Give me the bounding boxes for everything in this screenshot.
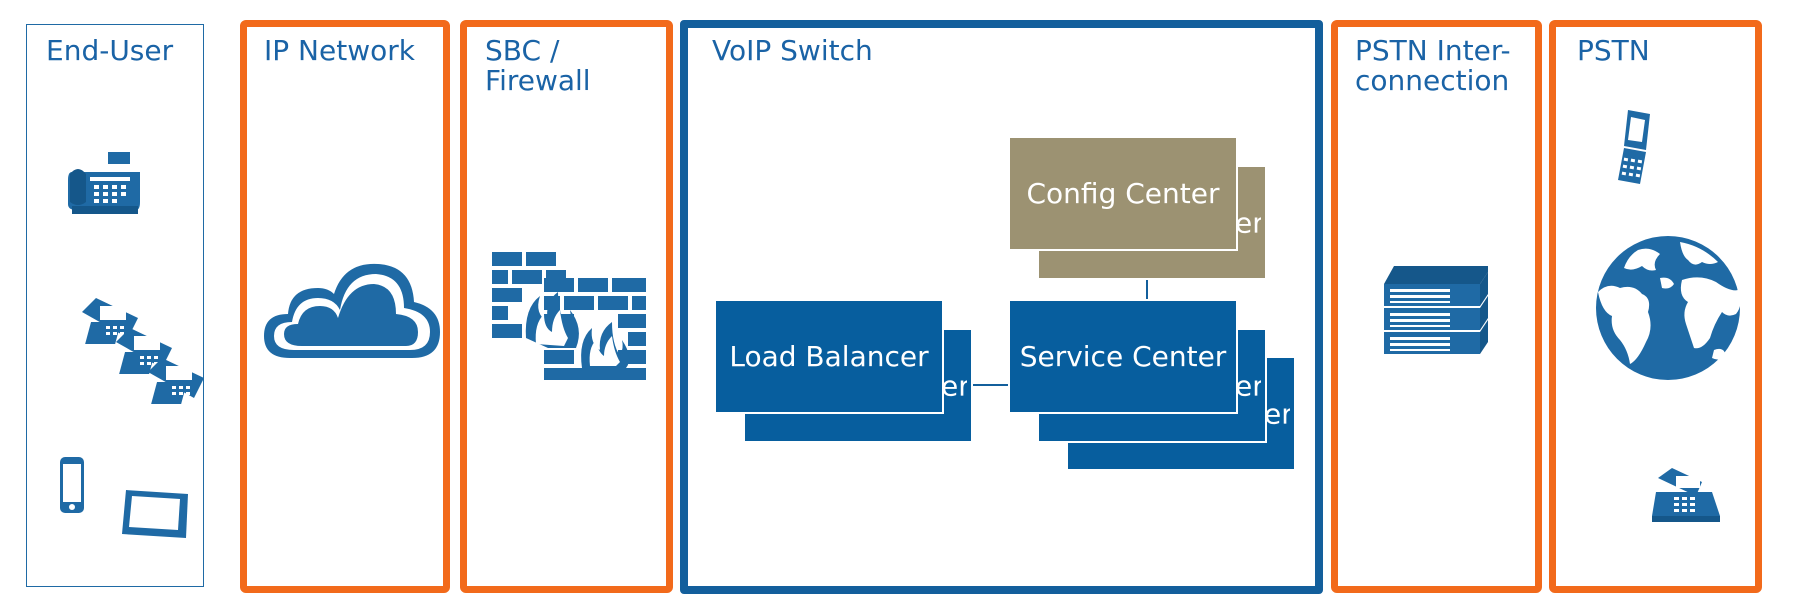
- column-title-pstn: PSTN: [1577, 34, 1650, 67]
- column-title-voip-switch: VoIP Switch: [712, 34, 873, 67]
- mobile-phone-icon: [60, 457, 84, 513]
- column-pstn-interconnection: [1331, 20, 1542, 593]
- config-center-label: Config Center: [1026, 177, 1220, 210]
- globe-icon: [1596, 236, 1741, 380]
- config-center-back-label: er: [1235, 206, 1261, 239]
- column-ip-network: [240, 20, 450, 593]
- service-center-back-label-2: er: [1264, 397, 1290, 430]
- load-balancer-back-label: er: [941, 369, 967, 402]
- tablet-icon: [122, 490, 188, 538]
- pstn-desk-phone-icon: [1652, 468, 1720, 522]
- flip-phone-icon: [1618, 110, 1650, 184]
- config-center-box: Config Center: [1008, 136, 1238, 251]
- load-balancer-box: Load Balancer: [714, 299, 944, 414]
- service-center-box: Service Center: [1008, 299, 1238, 414]
- column-title-ip-network: IP Network: [264, 34, 415, 67]
- column-title-sbc-firewall: SBC / Firewall: [485, 34, 591, 97]
- desk-phone-icon: [82, 298, 204, 404]
- column-end-user: [26, 24, 204, 587]
- fax-icon: [68, 152, 140, 214]
- column-voip-switch: [680, 20, 1323, 594]
- cloud-icon: [264, 263, 440, 358]
- column-pstn: [1549, 20, 1762, 593]
- firewall-icon: [492, 252, 646, 380]
- server-rack-icon: [1384, 266, 1488, 354]
- service-center-label: Service Center: [1019, 340, 1227, 373]
- column-title-pstn-interconnection: PSTN Inter- connection: [1355, 34, 1511, 97]
- load-balancer-label: Load Balancer: [729, 340, 929, 373]
- service-center-back-label-1: er: [1235, 369, 1261, 402]
- column-title-end-user: End-User: [46, 34, 174, 67]
- column-sbc-firewall: [460, 20, 673, 593]
